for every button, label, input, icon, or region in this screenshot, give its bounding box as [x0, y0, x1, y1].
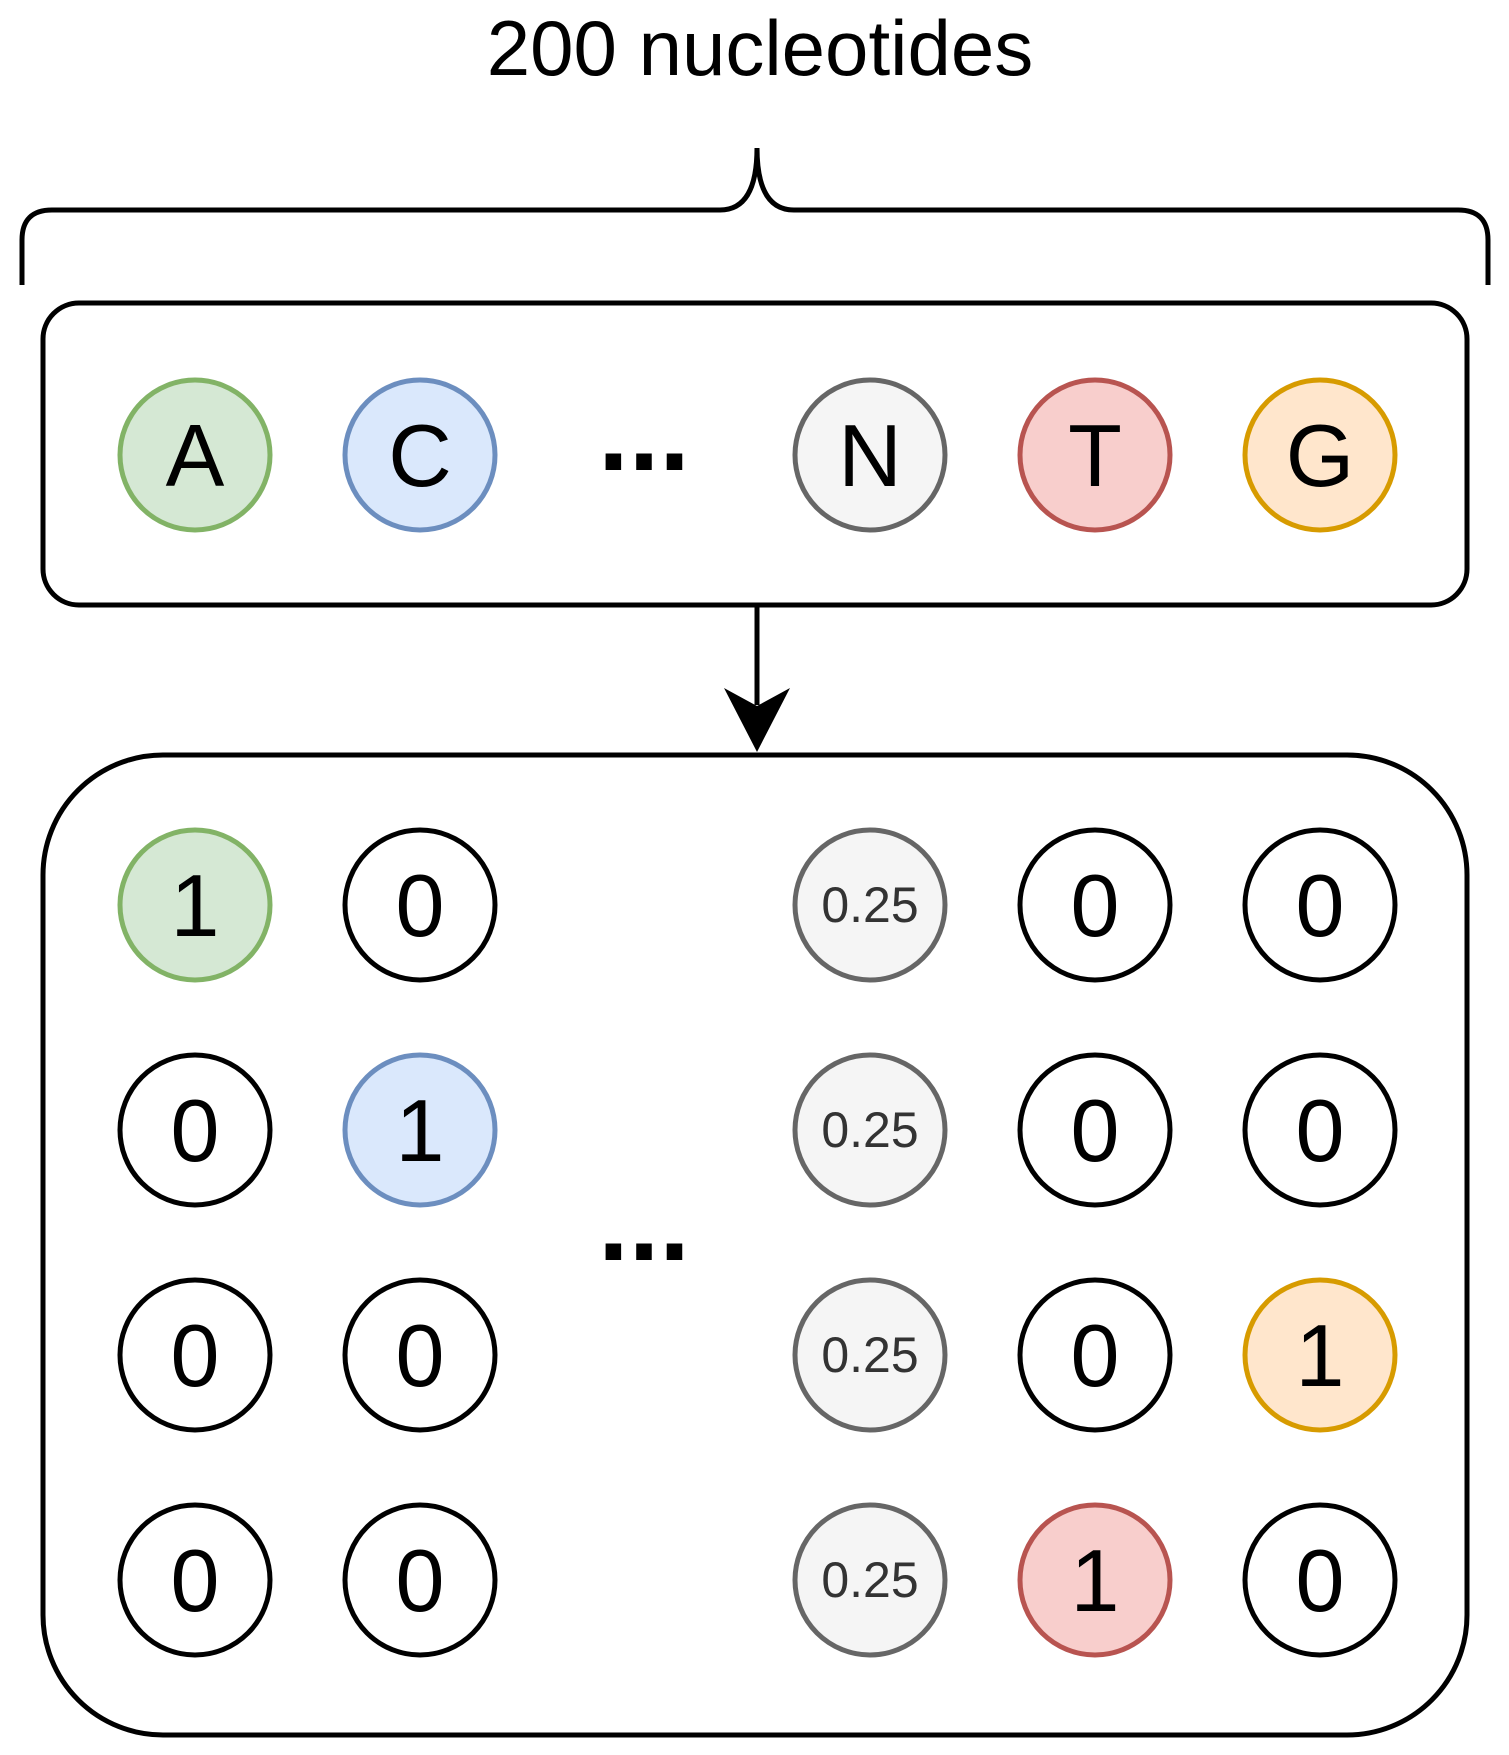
diagram-title: 200 nucleotides [487, 4, 1033, 92]
matrix-cell-r3-c3-label: 1 [1071, 1531, 1120, 1630]
matrix-cell-r3-c2: 0.25 [792, 1502, 948, 1658]
matrix-cell-r2-c4: 1 [1242, 1277, 1398, 1433]
matrix-cell-r1-c1-label: 1 [396, 1081, 445, 1180]
one-hot-matrix-box [40, 752, 1470, 1738]
nucleotide-a-circle [117, 377, 273, 533]
matrix-cell-r2-c0-circle [117, 1277, 273, 1433]
matrix-cell-r0-c2: 0.25 [792, 827, 948, 983]
matrix-cell-r3-c2-circle [792, 1502, 948, 1658]
matrix-cell-r0-c1-label: 0 [396, 856, 445, 955]
matrix-cell-r1-c3: 0 [1017, 1052, 1173, 1208]
matrix-cell-r1-c4-label: 0 [1296, 1081, 1345, 1180]
nucleotide-g-circle [1242, 377, 1398, 533]
matrix-cell-r1-c2-circle [792, 1052, 948, 1208]
encoding-arrow-head [724, 688, 790, 752]
nucleotide-g-label: G [1286, 406, 1354, 505]
matrix-cell-r3-c0: 0 [117, 1502, 273, 1658]
matrix-cell-r2-c4-label: 1 [1296, 1306, 1345, 1405]
matrix-cell-r0-c2-circle [792, 827, 948, 983]
matrix-cell-r0-c2-label: 0.25 [821, 877, 918, 933]
matrix-cell-r3-c0-circle [117, 1502, 273, 1658]
matrix-cell-r0-c3: 0 [1017, 827, 1173, 983]
matrix-cell-r1-c0: 0 [117, 1052, 273, 1208]
matrix-cell-r2-c4-circle [1242, 1277, 1398, 1433]
matrix-cell-r1-c0-label: 0 [171, 1081, 220, 1180]
nucleotide-t-circle [1017, 377, 1173, 533]
matrix-cell-r1-c3-label: 0 [1071, 1081, 1120, 1180]
matrix-cell-r3-c1: 0 [342, 1502, 498, 1658]
nucleotide-n: N [792, 377, 948, 533]
nucleotide-c-label: C [388, 406, 452, 505]
matrix-cell-r0-c3-label: 0 [1071, 856, 1120, 955]
matrix-cell-r3-c4-circle [1242, 1502, 1398, 1658]
matrix-cell-r2-c3-circle [1017, 1277, 1173, 1433]
matrix-cell-r3-c1-label: 0 [396, 1531, 445, 1630]
matrix-cell-r0-c0: 1 [117, 827, 273, 983]
matrix-cell-r1-c3-circle [1017, 1052, 1173, 1208]
matrix-cell-r2-c2: 0.25 [792, 1277, 948, 1433]
nucleotide-a: A [117, 377, 273, 533]
matrix-cell-r3-c2-label: 0.25 [821, 1552, 918, 1608]
matrix-cell-r3-c1-circle [342, 1502, 498, 1658]
matrix-cell-r0-c0-circle [117, 827, 273, 983]
matrix-cell-r1-c4-circle [1242, 1052, 1398, 1208]
matrix-cell-r0-c1: 0 [342, 827, 498, 983]
matrix-cell-r2-c2-label: 0.25 [821, 1327, 918, 1383]
matrix-cell-r3-c4-label: 0 [1296, 1531, 1345, 1630]
matrix-cell-r0-c4-label: 0 [1296, 856, 1345, 955]
matrix-cell-r1-c0-circle [117, 1052, 273, 1208]
matrix-cell-r1-c2: 0.25 [792, 1052, 948, 1208]
matrix-cell-r2-c1-label: 0 [396, 1306, 445, 1405]
matrix-cell-r3-c0-label: 0 [171, 1531, 220, 1630]
sequence-ellipsis: ... [598, 371, 690, 494]
matrix-cell-r2-c1: 0 [342, 1277, 498, 1433]
one-hot-matrix: 1 0 0.25 0 0 0 1 0.25 0 0 0 0 0.25 0 1 0 0 0.25 1 0 [117, 827, 1398, 1658]
nucleotide-g: G [1242, 377, 1398, 533]
matrix-cell-r3-c4: 0 [1242, 1502, 1398, 1658]
nucleotide-n-circle [792, 377, 948, 533]
nucleotide-n-label: N [838, 406, 902, 505]
matrix-cell-r0-c3-circle [1017, 827, 1173, 983]
matrix-cell-r2-c3-label: 0 [1071, 1306, 1120, 1405]
matrix-cell-r0-c4: 0 [1242, 827, 1398, 983]
matrix-cell-r3-c3: 1 [1017, 1502, 1173, 1658]
matrix-cell-r0-c4-circle [1242, 827, 1398, 983]
matrix-ellipsis: ... [598, 1161, 690, 1284]
matrix-cell-r2-c0: 0 [117, 1277, 273, 1433]
matrix-cell-r1-c1-circle [342, 1052, 498, 1208]
nucleotide-t-label: T [1068, 406, 1122, 505]
matrix-cell-r2-c1-circle [342, 1277, 498, 1433]
matrix-cell-r2-c3: 0 [1017, 1277, 1173, 1433]
matrix-cell-r1-c2-label: 0.25 [821, 1102, 918, 1158]
matrix-cell-r2-c2-circle [792, 1277, 948, 1433]
nucleotide-a-label: A [166, 406, 225, 505]
matrix-cell-r0-c1-circle [342, 827, 498, 983]
matrix-cell-r2-c0-label: 0 [171, 1306, 220, 1405]
nucleotide-c: C [342, 377, 498, 533]
nucleotide-t: T [1017, 377, 1173, 533]
matrix-cell-r1-c1: 1 [342, 1052, 498, 1208]
matrix-cell-r3-c3-circle [1017, 1502, 1173, 1658]
sequence-length-brace [19, 147, 1491, 285]
matrix-cell-r0-c0-label: 1 [171, 856, 220, 955]
matrix-cell-r1-c4: 0 [1242, 1052, 1398, 1208]
nucleotide-c-circle [342, 377, 498, 533]
